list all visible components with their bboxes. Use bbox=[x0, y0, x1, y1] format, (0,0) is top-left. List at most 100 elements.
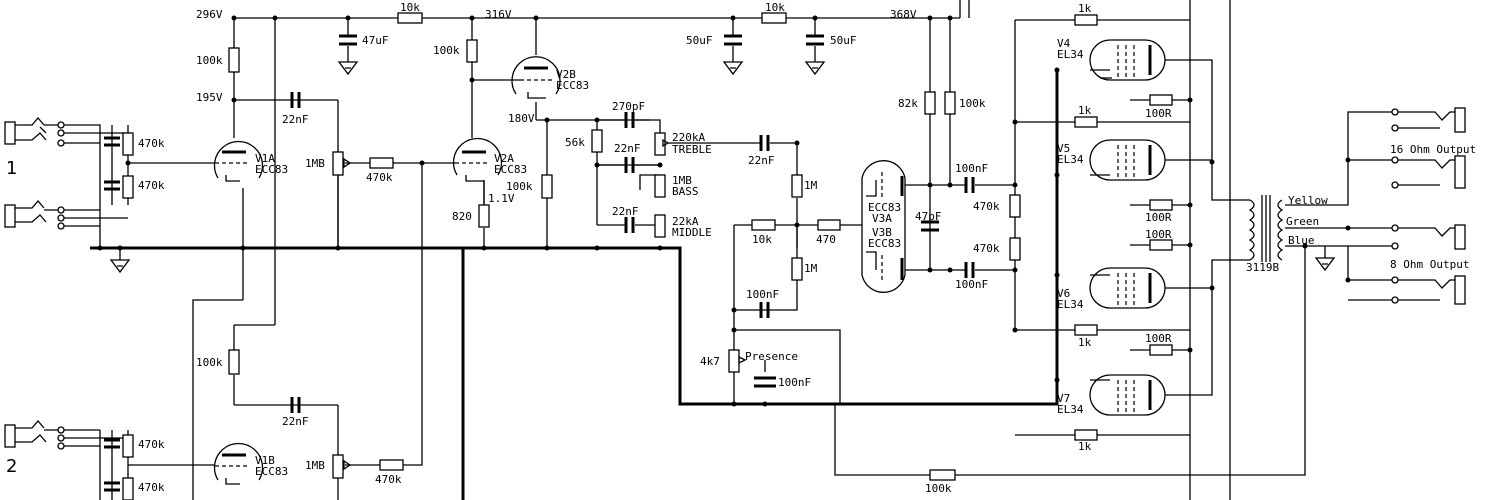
capacitor bbox=[921, 220, 939, 232]
resistor-value: 100k bbox=[506, 180, 533, 193]
resistor bbox=[1149, 239, 1173, 251]
output-transformer bbox=[1248, 195, 1284, 262]
capacitor-value: 22nF bbox=[282, 113, 309, 126]
input-1-label: 1 bbox=[6, 158, 17, 179]
pot-name: Presence bbox=[745, 350, 798, 363]
capacitor bbox=[290, 397, 301, 413]
resistor-value: 470k bbox=[973, 242, 1000, 255]
tube-v1a bbox=[213, 140, 264, 182]
resistor bbox=[1009, 237, 1021, 261]
tube-type: ECC83 bbox=[255, 465, 288, 478]
resistor bbox=[1149, 199, 1173, 211]
resistor bbox=[791, 257, 803, 281]
capacitor-value: 50uF bbox=[830, 34, 857, 47]
capacitor bbox=[759, 302, 770, 318]
resistor bbox=[122, 132, 134, 156]
output-jack-8-ohm-a bbox=[1391, 224, 1466, 250]
tube-name: V4 bbox=[1057, 37, 1071, 50]
pot-treble bbox=[654, 132, 666, 156]
ground-icon bbox=[722, 61, 744, 76]
tube-name: V1B bbox=[255, 454, 275, 467]
tube-type: ECC83 bbox=[556, 79, 589, 92]
capacitor-value: 50uF bbox=[686, 34, 713, 47]
capacitor bbox=[754, 376, 776, 388]
tube-type: EL34 bbox=[1057, 48, 1084, 61]
node-label: 296V bbox=[196, 8, 223, 21]
resistor-value: 1M bbox=[804, 262, 818, 275]
junction-dots bbox=[97, 15, 1398, 407]
resistors bbox=[122, 12, 1173, 500]
resistor-value: 820 bbox=[452, 210, 472, 223]
resistor-value: 470k bbox=[138, 438, 165, 451]
resistor bbox=[228, 47, 240, 73]
input-jack-2 bbox=[4, 420, 65, 450]
capacitors bbox=[104, 34, 975, 492]
wire-color-green: Green bbox=[1286, 215, 1319, 228]
capacitor-value: 47pF bbox=[915, 210, 942, 223]
tubes bbox=[213, 39, 1166, 485]
wire-color-yellow: Yellow bbox=[1288, 194, 1328, 207]
pot-volume-1 bbox=[332, 151, 344, 176]
output-jack-16-ohm-b bbox=[1391, 155, 1466, 189]
resistor bbox=[1074, 116, 1098, 128]
resistor-value: 100R bbox=[1145, 332, 1172, 345]
pot-middle bbox=[654, 214, 666, 238]
capacitor bbox=[964, 262, 975, 278]
node-label: 180V bbox=[508, 112, 535, 125]
capacitor bbox=[624, 217, 635, 233]
resistor bbox=[379, 459, 404, 471]
resistor-value: 1k bbox=[1078, 440, 1092, 453]
resistor-value: 1MB bbox=[305, 459, 325, 472]
pot-value: 22kA bbox=[672, 215, 699, 228]
node-label: 195V bbox=[196, 91, 223, 104]
resistor-value: 10k bbox=[400, 1, 420, 14]
tube-type: ECC83 bbox=[868, 237, 901, 250]
resistor bbox=[924, 91, 936, 115]
resistor-value: 10k bbox=[752, 233, 772, 246]
tube-type: ECC83 bbox=[868, 201, 901, 214]
resistor-value: 82k bbox=[898, 97, 918, 110]
capacitor-value: 270pF bbox=[612, 100, 645, 113]
capacitor-value: 22nF bbox=[612, 205, 639, 218]
tube-v5 bbox=[1089, 139, 1166, 181]
capacitor bbox=[806, 34, 824, 46]
pot-name: MIDDLE bbox=[672, 226, 712, 239]
tube-name: V2B bbox=[556, 68, 576, 81]
resistor-value: 470k bbox=[375, 473, 402, 486]
resistor bbox=[466, 39, 478, 63]
resistor bbox=[369, 157, 394, 169]
capacitor bbox=[724, 34, 742, 46]
capacitor bbox=[759, 135, 770, 151]
tube-v3a bbox=[861, 160, 906, 198]
tube-type: ECC83 bbox=[255, 163, 288, 176]
resistor bbox=[122, 434, 134, 458]
resistor bbox=[122, 477, 134, 500]
resistor-value: 470k bbox=[138, 481, 165, 494]
tube-name: V3A bbox=[872, 212, 892, 225]
resistor-value: 1M bbox=[804, 179, 818, 192]
resistor-value: 100k bbox=[196, 356, 223, 369]
wiring bbox=[44, 0, 1395, 500]
capacitor bbox=[104, 481, 120, 492]
pot-name: TREBLE bbox=[672, 143, 712, 156]
tube-type: EL34 bbox=[1057, 403, 1084, 416]
tube-name: V6 bbox=[1057, 287, 1070, 300]
node-label: 316V bbox=[485, 8, 512, 21]
tube-type: ECC83 bbox=[494, 163, 527, 176]
input-jacks bbox=[4, 117, 65, 450]
capacitor bbox=[290, 92, 301, 108]
resistor-value: 470k bbox=[138, 179, 165, 192]
input-2-label: 2 bbox=[6, 456, 17, 477]
resistor bbox=[944, 91, 956, 115]
capacitor bbox=[104, 438, 120, 449]
capacitor bbox=[964, 177, 975, 193]
resistor-value: 100k bbox=[196, 54, 223, 67]
resistor bbox=[1074, 324, 1098, 336]
resistor bbox=[541, 174, 553, 199]
capacitor-value: 22nF bbox=[282, 415, 309, 428]
tube-name: V2A bbox=[494, 152, 514, 165]
ground-bus bbox=[90, 70, 1059, 500]
ground-icon bbox=[109, 259, 131, 274]
resistor-value: 100R bbox=[1145, 228, 1172, 241]
